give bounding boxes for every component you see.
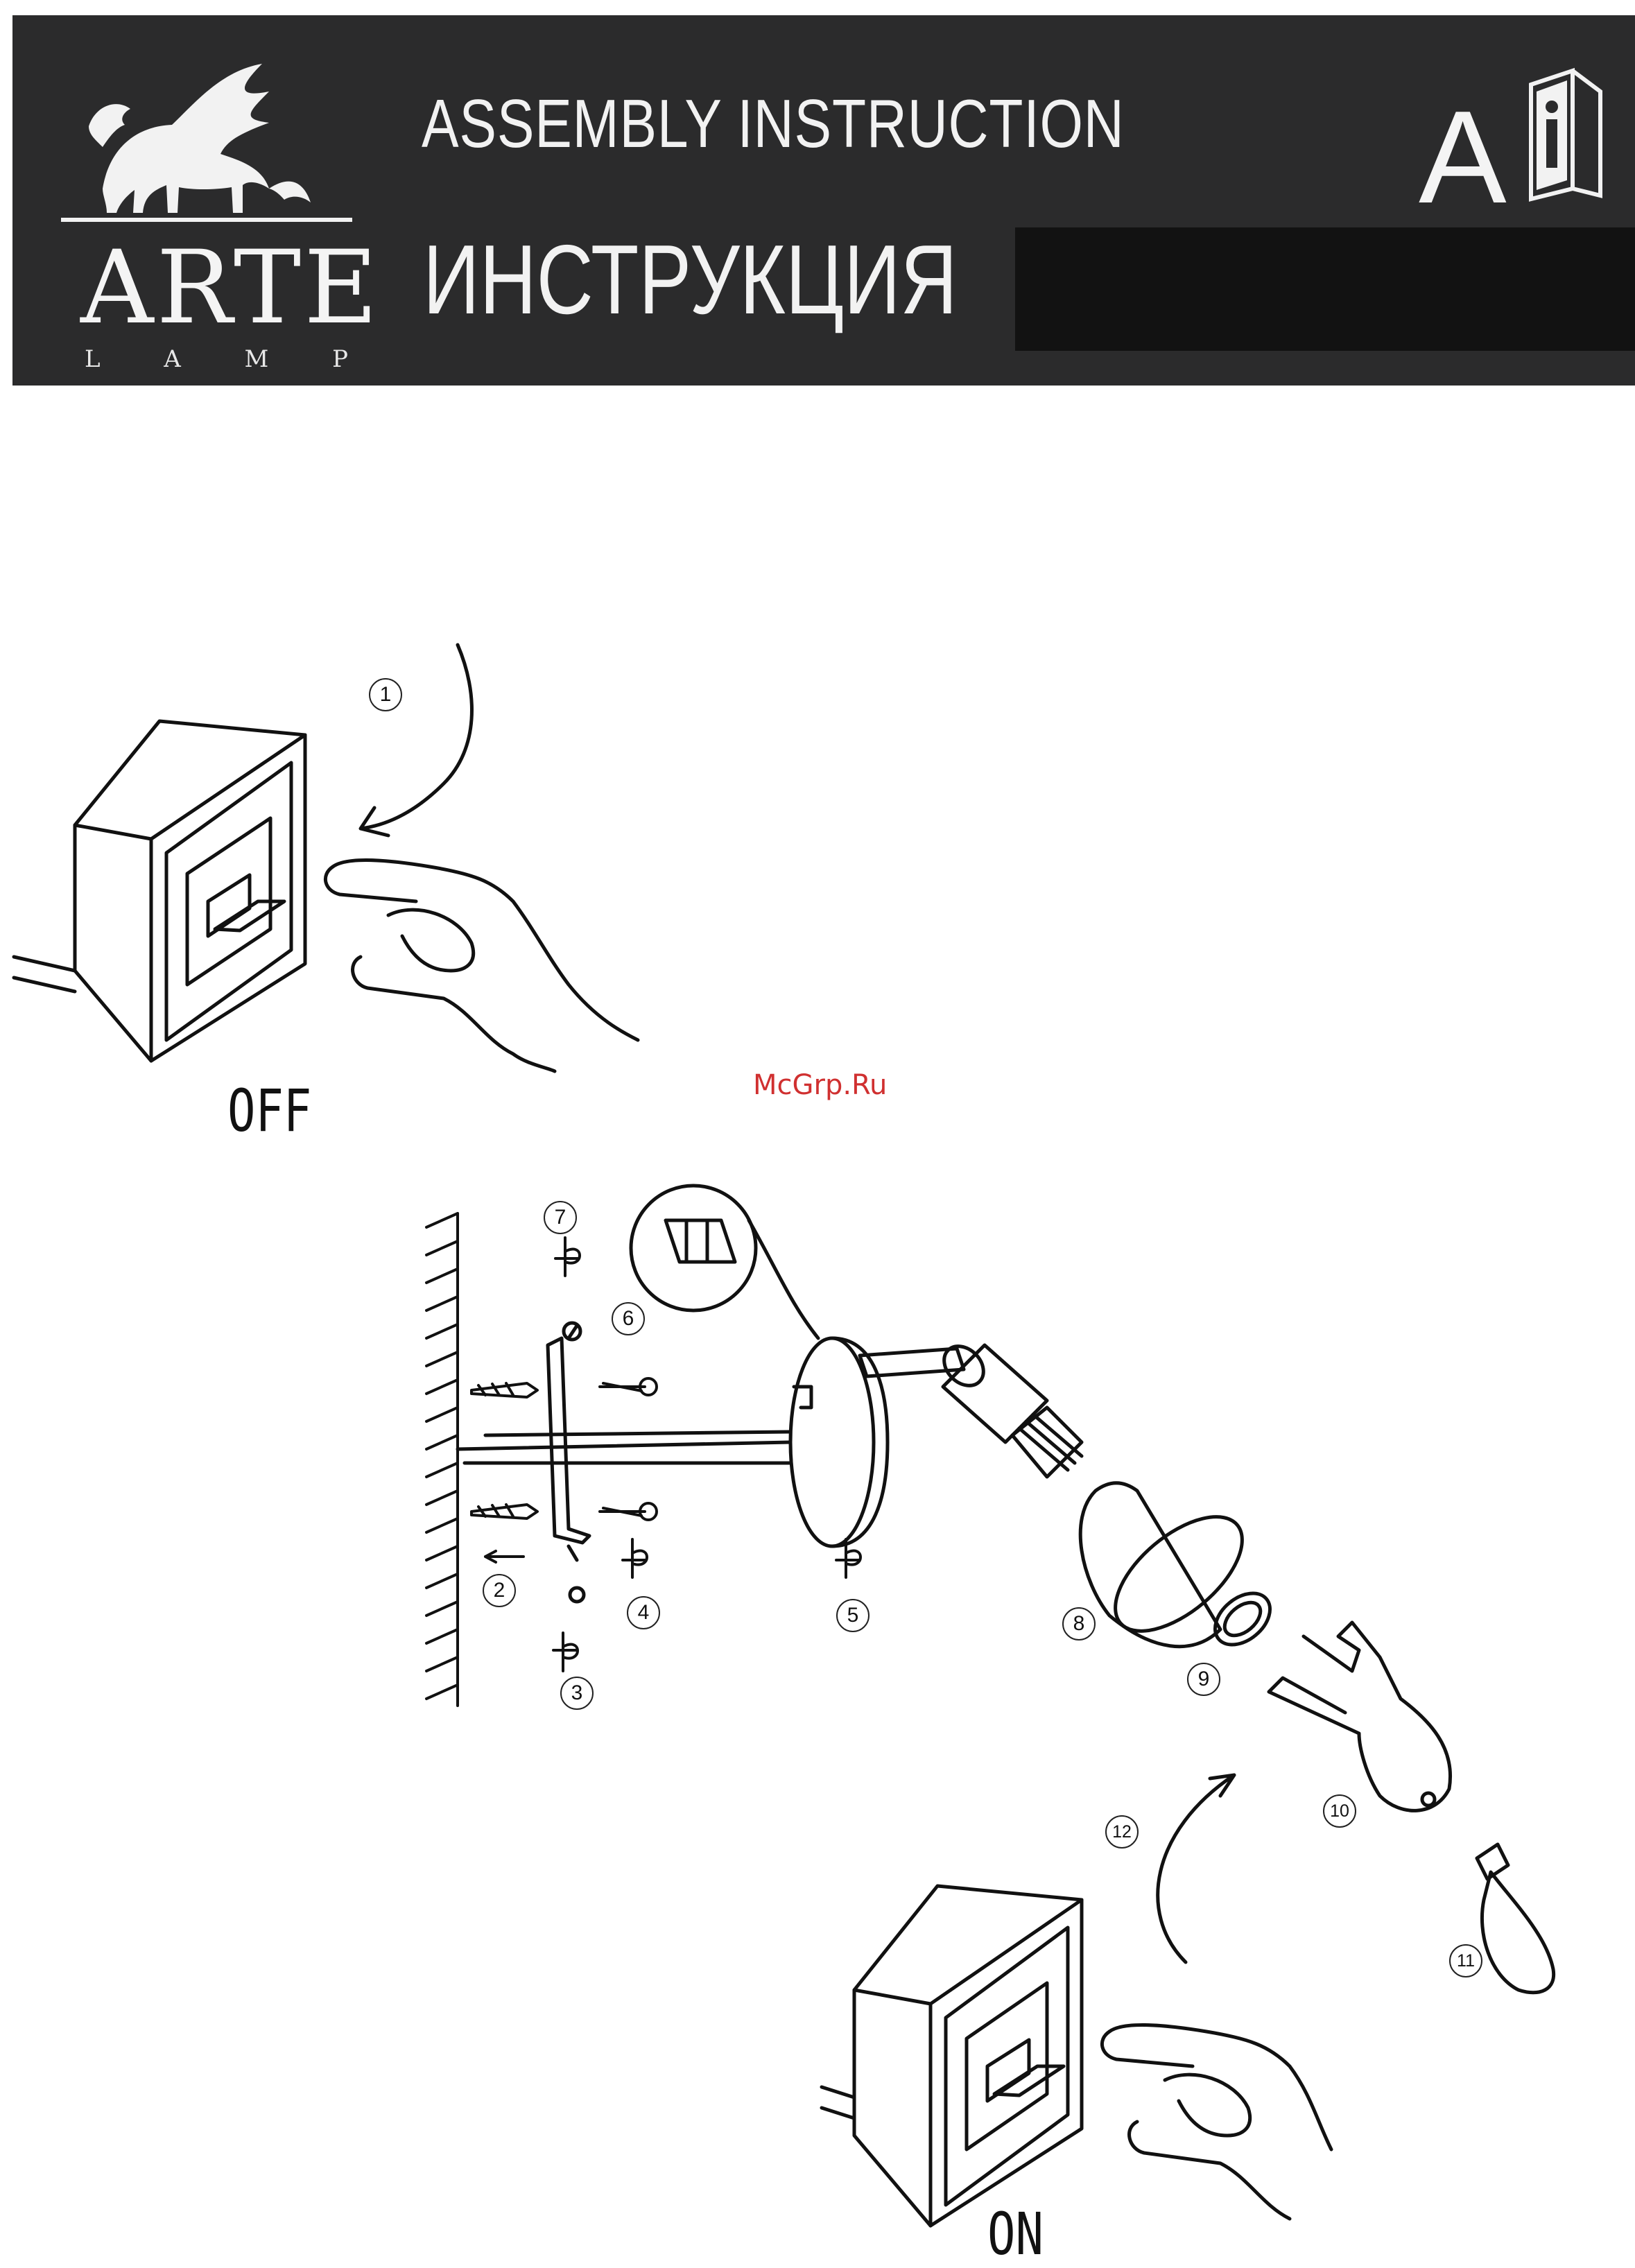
- wall-hatching: [426, 1213, 458, 1706]
- step-12: 12: [1105, 1815, 1139, 1849]
- step-3: 3: [560, 1677, 594, 1710]
- arrow-step-1: [361, 645, 472, 836]
- step-5: 5: [836, 1599, 870, 1632]
- hand-pressing-on: [1102, 2025, 1331, 2219]
- switch-off-label: OFF: [227, 1082, 311, 1140]
- step-11: 11: [1449, 1944, 1482, 1977]
- lamp-head: [936, 1338, 1082, 1477]
- switch-on-label: ON: [987, 2205, 1044, 2263]
- hand-pressing-off: [325, 860, 638, 1071]
- step-1: 1: [369, 678, 402, 711]
- step-4: 4: [627, 1596, 660, 1629]
- rotate-icon-7: [555, 1238, 580, 1276]
- step-10: 10: [1323, 1794, 1356, 1828]
- rotate-icon-3: [553, 1633, 578, 1671]
- ring-key-tool: [1269, 1622, 1451, 1810]
- wall-switch-off: [14, 721, 305, 1061]
- step-8: 8: [1062, 1607, 1096, 1641]
- lamp-canopy: [790, 1338, 888, 1546]
- watermark: McGrp.Ru: [753, 1069, 887, 1101]
- mounting-rods: [458, 1432, 790, 1463]
- arrow-step-12: [1158, 1775, 1234, 1962]
- terminal-block-detail: [631, 1186, 818, 1338]
- rotate-icon-4: [623, 1539, 647, 1577]
- step-9: 9: [1187, 1663, 1220, 1696]
- step-7: 7: [544, 1201, 577, 1234]
- step-2: 2: [483, 1574, 516, 1607]
- lamp-shade: [1080, 1483, 1261, 1652]
- arrow-step-2: [485, 1551, 524, 1562]
- wall-switch-on: [822, 1886, 1082, 2226]
- step-6: 6: [612, 1302, 645, 1335]
- lock-ring: [1205, 1583, 1280, 1655]
- mounting-bracket: [548, 1338, 589, 1543]
- light-bulb: [1477, 1844, 1554, 1993]
